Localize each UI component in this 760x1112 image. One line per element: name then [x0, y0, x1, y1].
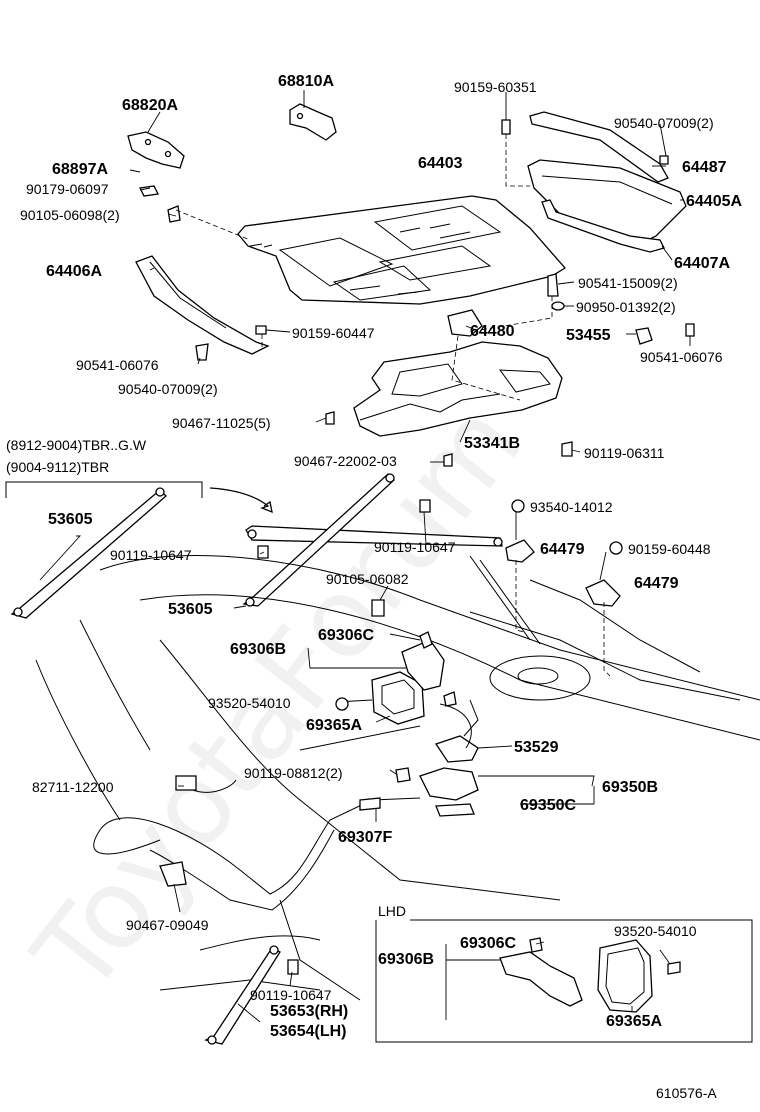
label-90541-15009: 90541-15009(2): [578, 275, 678, 291]
label-69350C: 69350C: [520, 797, 576, 814]
label-69307F: 69307F: [338, 829, 392, 846]
label-lhd: LHD: [378, 903, 406, 919]
label-90179-06097: 90179-06097: [26, 181, 109, 197]
label-90541-06076-right: 90541-06076: [640, 349, 723, 365]
label-90467-09049: 90467-09049: [126, 917, 209, 933]
label-90105-06082: 90105-06082: [326, 571, 409, 587]
label-53653-rh: 53653(RH): [270, 1003, 348, 1020]
label-90105-06098: 90105-06098(2): [20, 207, 120, 223]
label-90159-60447: 90159-60447: [292, 325, 375, 341]
label-68820A: 68820A: [122, 97, 178, 114]
applicability-note-1: (8912-9004)TBR..G.W: [6, 437, 147, 453]
label-90541-06076-left: 90541-06076: [76, 357, 159, 373]
label-90540-07009-a: 90540-07009(2): [614, 115, 714, 131]
label-69365A: 69365A: [306, 717, 362, 734]
label-69306C-inset: 69306C: [460, 935, 516, 952]
label-90950-01392: 90950-01392(2): [576, 299, 676, 315]
part-53341B-cover: [353, 309, 563, 437]
label-64479-a: 64479: [540, 541, 585, 558]
label-64487: 64487: [682, 159, 727, 176]
label-64407A: 64407A: [674, 255, 730, 272]
label-82711-12200: 82711-12200: [32, 779, 114, 795]
label-64479-b: 64479: [634, 575, 679, 592]
label-90119-06311: 90119-06311: [584, 445, 665, 461]
part-68810A-hinge: [289, 103, 337, 141]
label-53455: 53455: [566, 327, 611, 344]
label-93520-54010-a: 93520-54010: [208, 695, 291, 711]
part-53605-rod-left: [10, 487, 167, 619]
body-outline: [35, 555, 760, 1001]
part-lock-assembly: [371, 599, 479, 817]
label-90467-11025: 90467-11025(5): [172, 415, 271, 431]
part-cables: [93, 703, 472, 911]
label-90467-22002: 90467-22002-03: [294, 453, 397, 469]
fasteners-upper: [195, 119, 695, 467]
label-69306B-inset: 69306B: [378, 951, 434, 968]
label-90119-10647-a: 90119-10647: [110, 547, 192, 563]
part-64479-brackets: [469, 539, 621, 677]
applicability-note-2: (9004-9112)TBR: [6, 459, 109, 475]
label-69350B: 69350B: [602, 779, 658, 796]
label-64403: 64403: [418, 155, 463, 172]
part-64487-strip: [529, 111, 669, 183]
label-53605-assembly: 53605: [168, 601, 213, 618]
label-53654-lh: 53654(LH): [270, 1023, 346, 1040]
part-64407A-bracket: [541, 199, 665, 253]
label-64405A: 64405A: [686, 193, 742, 210]
part-labels: 68810A 68820A 68897A 90179-06097 90105-0…: [6, 73, 742, 1101]
label-93540-14012: 93540-14012: [530, 499, 613, 515]
part-64403-lid: [237, 195, 566, 305]
label-64406A: 64406A: [46, 263, 102, 280]
label-68897A: 68897A: [52, 161, 108, 178]
label-69365A-inset: 69365A: [606, 1013, 662, 1030]
label-90119-10647-b: 90119-10647: [374, 539, 456, 555]
label-53529: 53529: [514, 739, 559, 756]
label-53341B: 53341B: [464, 435, 520, 452]
s-symbols: [335, 499, 623, 711]
figure-code: 610576-A: [656, 1085, 717, 1101]
label-53605-left: 53605: [48, 511, 93, 528]
assembly-lines-upper: [175, 134, 553, 401]
label-90119-10647-c: 90119-10647: [250, 987, 332, 1003]
label-69306C: 69306C: [318, 627, 374, 644]
label-90540-07009-b: 90540-07009(2): [118, 381, 218, 397]
leader-lines-lower: [39, 504, 671, 1023]
label-90159-60448: 90159-60448: [628, 541, 711, 557]
label-90119-08812: 90119-08812(2): [244, 765, 343, 781]
label-93520-54010-b: 93520-54010: [614, 923, 697, 939]
lhd-inset: [375, 919, 753, 1043]
part-64406A-trim: [135, 255, 270, 355]
label-64480: 64480: [470, 323, 515, 340]
applicability-bracket: [5, 481, 273, 514]
label-69306B: 69306B: [230, 641, 286, 658]
part-53653-rod: [204, 945, 299, 1045]
part-rod-assembly: [242, 473, 503, 607]
label-90159-60351: 90159-60351: [454, 79, 537, 95]
leader-lines-upper: [129, 90, 691, 463]
part-68820A-hinge: [127, 131, 185, 223]
label-68810A: 68810A: [278, 73, 334, 90]
